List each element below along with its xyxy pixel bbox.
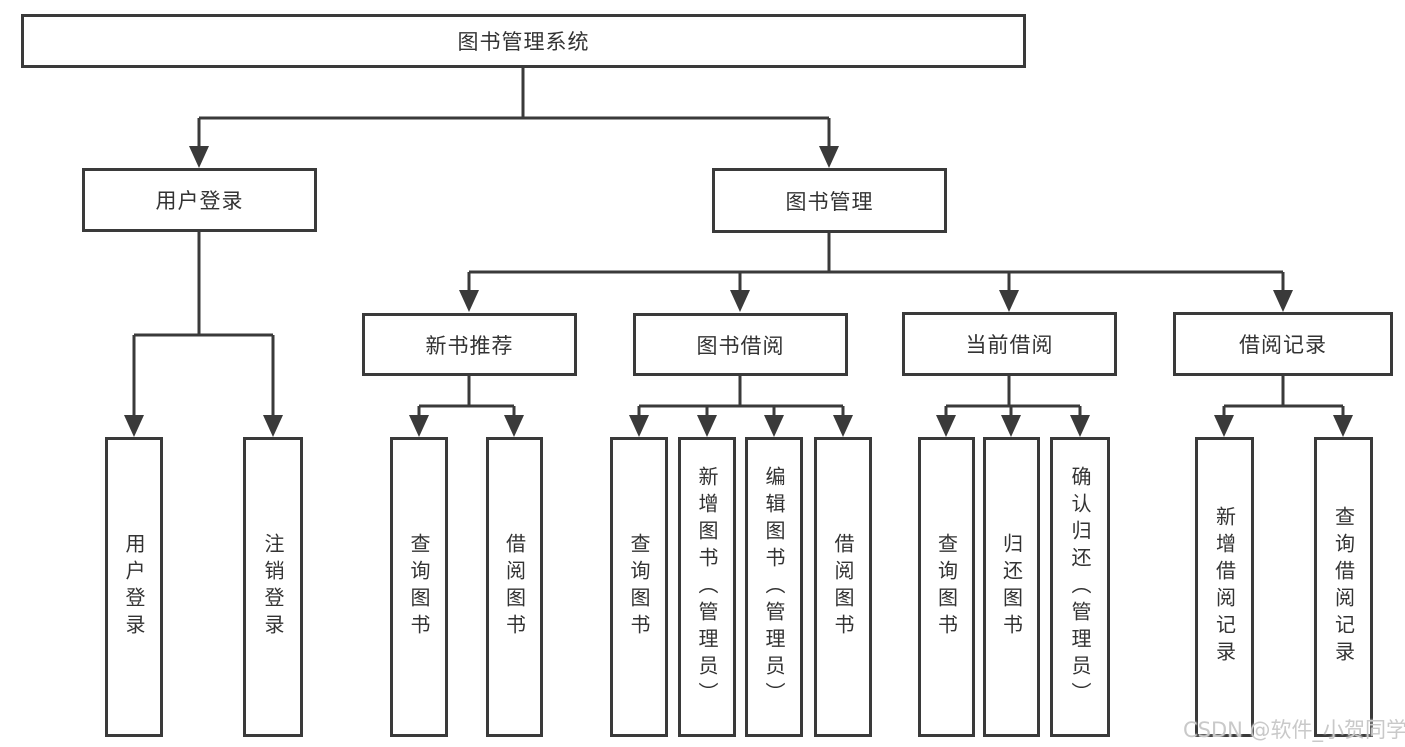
leaf-confirm-return-admin: 确认归还（管理员） bbox=[1050, 437, 1110, 737]
node-label: 当前借阅 bbox=[965, 333, 1054, 357]
csdn-watermark: CSDN @软件_小贺同学 bbox=[1183, 718, 1405, 742]
leaf-user-login: 用户登录 bbox=[105, 437, 163, 737]
node-user-login-group: 用户登录 bbox=[82, 168, 317, 232]
node-new-book-recommendation: 新书推荐 bbox=[362, 313, 577, 376]
node-label: 查询图书 bbox=[627, 533, 651, 641]
leaf-add-books-admin: 新增图书（管理员） bbox=[678, 437, 736, 737]
node-label: 用户登录 bbox=[155, 189, 244, 213]
node-current-borrowing: 当前借阅 bbox=[902, 312, 1117, 376]
node-label: 借阅图书 bbox=[831, 533, 855, 641]
leaf-query-borrow-record: 查询借阅记录 bbox=[1314, 437, 1373, 737]
node-label: 借阅记录 bbox=[1239, 333, 1327, 357]
node-borrowing-records: 借阅记录 bbox=[1173, 312, 1393, 376]
node-label: 图书管理 bbox=[785, 189, 874, 214]
node-label: 注销登录 bbox=[261, 533, 285, 641]
leaf-borrow-books: 借阅图书 bbox=[486, 437, 543, 737]
node-label: 图书管理系统 bbox=[457, 30, 590, 54]
node-label: 查询图书 bbox=[934, 533, 959, 641]
node-label: 新书推荐 bbox=[425, 333, 514, 358]
node-label: 新增图书（管理员） bbox=[695, 465, 719, 709]
leaf-query-books: 查询图书 bbox=[610, 437, 668, 737]
leaf-query-books: 查询图书 bbox=[918, 437, 975, 737]
node-label: 归还图书 bbox=[999, 533, 1024, 641]
leaf-query-books: 查询图书 bbox=[390, 437, 448, 737]
leaf-return-books: 归还图书 bbox=[983, 437, 1040, 737]
node-label: 查询借阅记录 bbox=[1331, 506, 1356, 668]
node-label: 借阅图书 bbox=[502, 533, 527, 641]
node-label: 新增借阅记录 bbox=[1212, 506, 1237, 668]
node-label: 用户登录 bbox=[122, 533, 146, 641]
node-root: 图书管理系统 bbox=[21, 14, 1026, 68]
arrowheads bbox=[124, 146, 1353, 437]
node-book-management: 图书管理 bbox=[712, 168, 947, 233]
node-label: 编辑图书（管理员） bbox=[762, 465, 786, 709]
node-label: 查询图书 bbox=[407, 533, 431, 641]
leaf-logout: 注销登录 bbox=[243, 437, 303, 737]
leaf-borrow-books: 借阅图书 bbox=[814, 437, 872, 737]
node-label: 确认归还（管理员） bbox=[1068, 465, 1092, 709]
node-book-borrowing: 图书借阅 bbox=[633, 313, 848, 376]
node-label: 图书借阅 bbox=[696, 333, 785, 358]
leaf-edit-books-admin: 编辑图书（管理员） bbox=[745, 437, 803, 737]
leaf-add-borrow-record: 新增借阅记录 bbox=[1195, 437, 1254, 737]
